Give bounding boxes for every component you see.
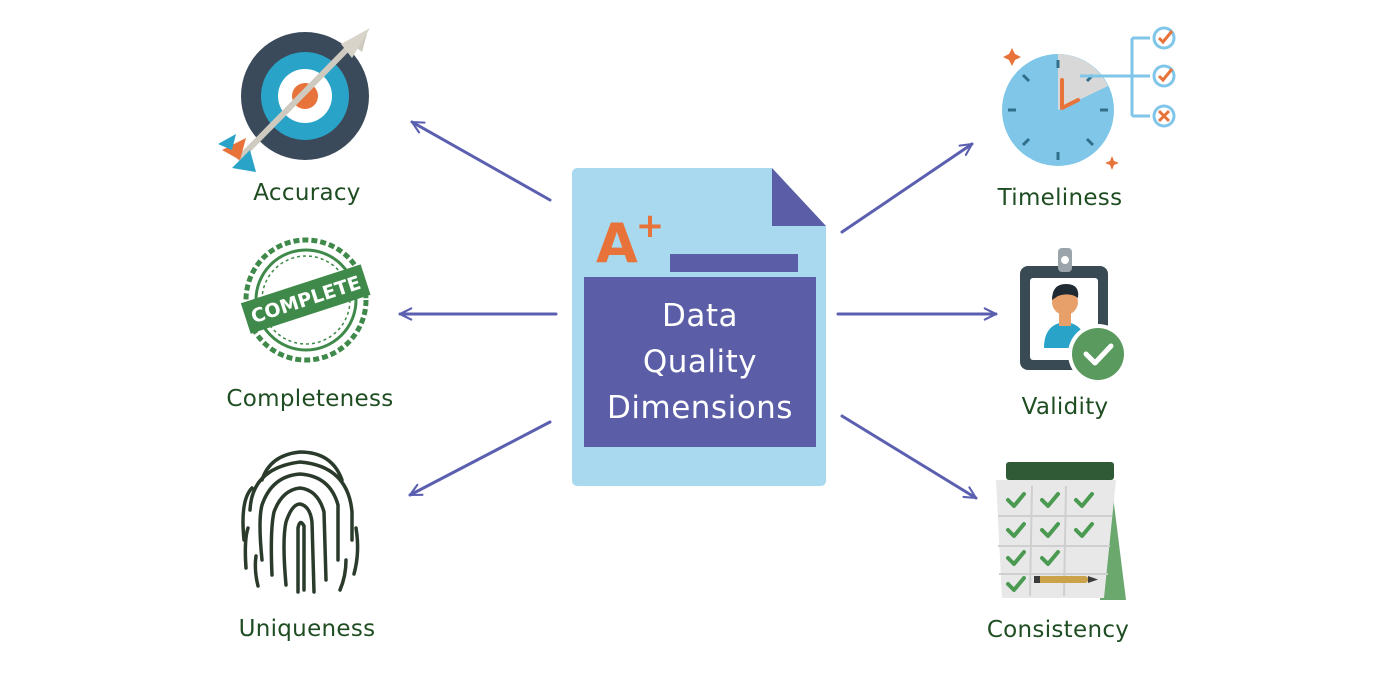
id-badge-icon xyxy=(1020,248,1128,384)
label-uniqueness: Uniqueness xyxy=(238,616,376,642)
central-document xyxy=(572,168,826,486)
arrow-to-consistency xyxy=(840,414,978,500)
center-title-line-3: Dimensions xyxy=(607,390,793,426)
label-timeliness: Timeliness xyxy=(997,185,1123,211)
document-fold xyxy=(772,168,826,226)
center-title-line-1: Data xyxy=(661,298,739,334)
fingerprint-icon xyxy=(241,450,360,594)
document-panel xyxy=(584,277,816,447)
target-icon xyxy=(218,28,370,172)
center-title-line-2: Quality xyxy=(642,344,758,380)
arrow-to-uniqueness xyxy=(408,420,552,497)
clock-icon xyxy=(1002,26,1176,170)
center-title: Data Quality Dimensions xyxy=(584,277,816,447)
label-consistency: Consistency xyxy=(986,617,1130,643)
complete-stamp-icon: COMPLETE xyxy=(240,237,371,363)
label-accuracy: Accuracy xyxy=(253,180,361,206)
arrow-to-timeliness xyxy=(840,142,974,234)
label-validity: Validity xyxy=(1021,394,1109,420)
arrow-to-accuracy xyxy=(410,120,552,202)
label-completeness: Completeness xyxy=(226,386,394,412)
calendar-icon xyxy=(996,462,1126,600)
grade-a-plus: A+ xyxy=(596,206,665,275)
document-line xyxy=(670,254,798,272)
arrows xyxy=(398,120,998,500)
